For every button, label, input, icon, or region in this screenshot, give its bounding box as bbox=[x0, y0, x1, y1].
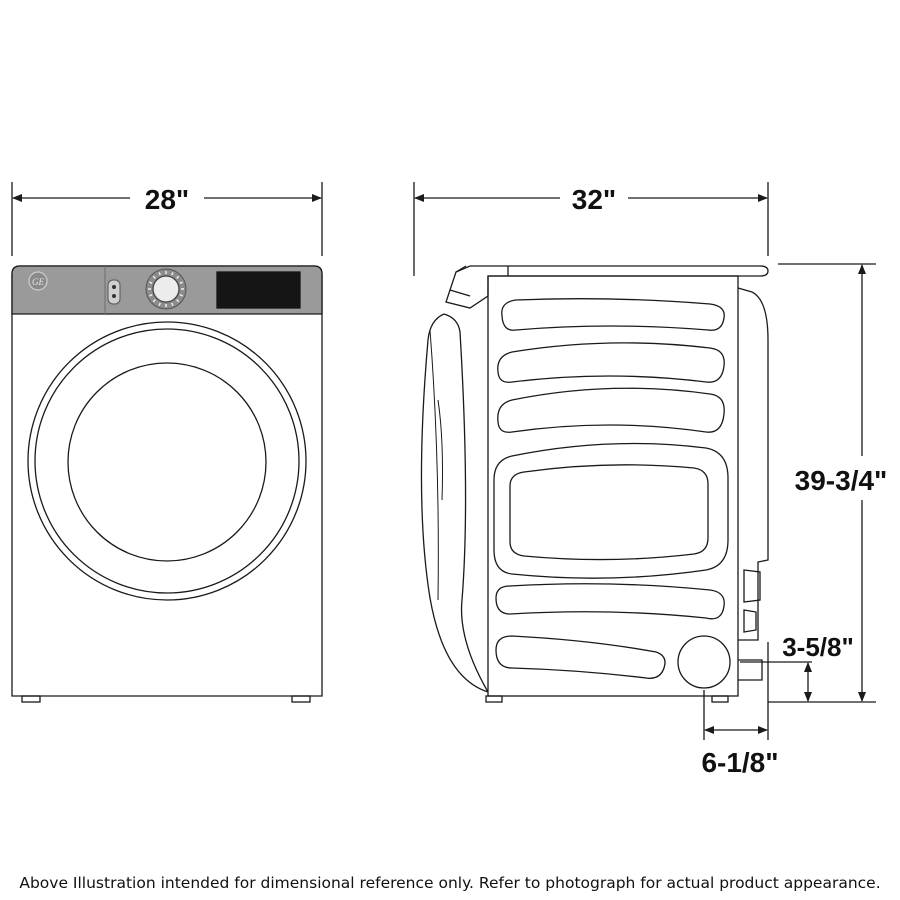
dial-tick bbox=[171, 302, 174, 306]
front-foot-left bbox=[21, 695, 41, 703]
dimension-lines bbox=[11, 182, 876, 740]
dial-tick bbox=[176, 275, 180, 279]
height-label: 39-3/4" bbox=[795, 465, 888, 496]
dial-tick bbox=[152, 299, 156, 303]
front-foot-right bbox=[291, 695, 311, 703]
front-view: GE bbox=[11, 265, 323, 703]
side-rib-5 bbox=[495, 635, 666, 679]
power-button bbox=[107, 279, 121, 305]
side-foot-rear bbox=[711, 695, 729, 703]
dial-tick bbox=[149, 294, 153, 297]
side-control-panel bbox=[445, 265, 489, 309]
drain-port bbox=[677, 635, 731, 689]
ge-logo: GE bbox=[28, 271, 48, 291]
door-glass bbox=[67, 362, 267, 562]
side-rib-2 bbox=[497, 342, 725, 383]
side-rib-large-inner bbox=[509, 464, 709, 561]
side-rib-large-outer bbox=[493, 442, 729, 579]
disclaimer-caption: Above Illustration intended for dimensio… bbox=[19, 874, 881, 892]
side-rib-4 bbox=[495, 583, 725, 620]
dial-tick bbox=[158, 272, 161, 276]
svg-text:GE: GE bbox=[32, 277, 44, 287]
dial-tick bbox=[152, 275, 156, 279]
foot-height-label: 3-5/8" bbox=[782, 632, 854, 662]
side-door-profile bbox=[420, 313, 489, 693]
side-foot-front bbox=[485, 695, 503, 703]
side-top bbox=[470, 265, 769, 277]
dial-tick bbox=[158, 302, 161, 306]
dial-tick bbox=[176, 299, 180, 303]
side-rear-panel bbox=[737, 287, 769, 641]
cycle-dial bbox=[145, 268, 187, 310]
depth-label: 32" bbox=[572, 184, 616, 215]
front-cabinet bbox=[11, 265, 323, 697]
width-label: 28" bbox=[145, 184, 189, 215]
side-rib-1 bbox=[501, 298, 725, 331]
dial-tick bbox=[171, 272, 174, 276]
vent-offset-label: 6-1/8" bbox=[701, 747, 778, 778]
side-cabinet bbox=[487, 275, 739, 697]
door-inner-ring bbox=[34, 328, 300, 594]
display-screen bbox=[216, 271, 301, 309]
dial-tick bbox=[179, 294, 183, 297]
side-rib-3 bbox=[497, 387, 725, 433]
dial-tick bbox=[149, 281, 153, 284]
door-outer-ring bbox=[27, 321, 307, 601]
side-view bbox=[420, 265, 769, 703]
dial-tick bbox=[179, 281, 183, 284]
